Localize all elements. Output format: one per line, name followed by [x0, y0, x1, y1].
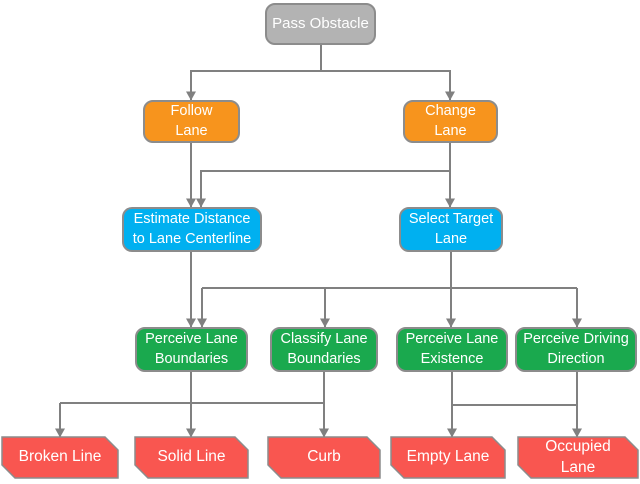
node-solid-line: Solid Line: [135, 437, 248, 478]
node-label: Follow: [170, 103, 213, 120]
node-pass-obstacle: Pass Obstacle: [265, 3, 376, 45]
node-perceive-driving-direction: Perceive Driving Direction: [515, 327, 637, 372]
node-shape-curb: [267, 436, 381, 479]
node-label: Select Target: [408, 211, 494, 228]
node-perceive-lane-existence: Perceive Lane Existence: [396, 327, 508, 372]
node-label: Change: [425, 103, 476, 120]
node-select-target-lane: Select Target Lane: [399, 207, 503, 252]
node-classify-lane-boundaries: Classify Lane Boundaries: [270, 327, 378, 372]
node-label: Estimate Distance: [133, 211, 251, 228]
connectors: [55, 45, 582, 438]
node-perceive-lane-boundaries: Perceive Lane Boundaries: [135, 327, 248, 372]
node-label: Perceive Lane: [405, 331, 499, 348]
node-broken-line: Broken Line: [2, 437, 118, 478]
node-follow-lane: Follow Lane: [143, 100, 240, 143]
node-label: Lane: [434, 230, 468, 247]
node-label: Broken Line: [18, 448, 102, 466]
node-label: Boundaries: [287, 350, 361, 367]
node-label: Lane: [175, 122, 208, 139]
node-empty-lane: Empty Lane: [391, 437, 505, 478]
node-estimate-distance-to-lane-centerline: Estimate Distance to Lane Centerline: [122, 207, 262, 252]
node-label: Perceive Lane: [145, 331, 238, 348]
node-label: Boundaries: [154, 350, 229, 367]
node-label: Perceive Driving: [523, 331, 629, 348]
node-change-lane: Change Lane: [403, 100, 498, 143]
node-shape-broken-line: [1, 436, 119, 479]
node-label: Pass Obstacle: [272, 15, 369, 33]
node-label: Direction: [547, 350, 605, 367]
node-label: Existence: [420, 350, 484, 367]
node-label: Occupied: [545, 438, 611, 456]
node-shape-occupied-lane: [517, 436, 639, 479]
node-label: Empty Lane: [406, 448, 490, 466]
node-shape-solid-line: [134, 436, 249, 479]
node-label: Solid Line: [157, 448, 226, 466]
edge-change-to-estimate: [196, 143, 451, 208]
node-shape-empty-lane: [390, 436, 506, 479]
outcome-shapes: [1, 436, 639, 479]
node-label: Lane: [560, 458, 596, 476]
node-label: Lane: [434, 122, 467, 139]
node-occupied-lane: Occupied Lane: [518, 437, 638, 478]
node-label: Curb: [307, 448, 341, 466]
node-curb: Curb: [268, 437, 380, 478]
node-label: Classify Lane: [280, 331, 368, 348]
node-label: to Lane Centerline: [132, 230, 252, 247]
